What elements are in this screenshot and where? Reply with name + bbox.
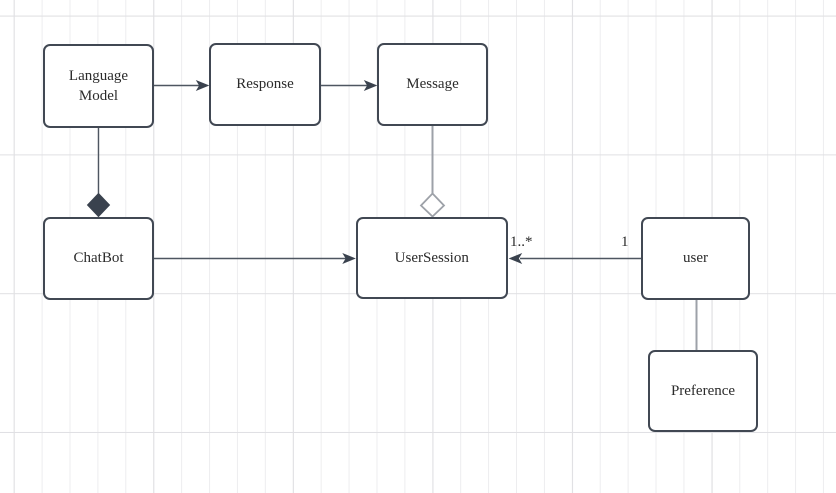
edge-message-usersession-aggregation[interactable] [419,126,446,218]
node-label: Response [236,76,294,93]
edge-languagemodel-response[interactable] [154,79,210,92]
edge-target-multiplicity-label: 1..* [510,234,533,250]
edge-chatbot-usersession[interactable] [154,252,356,265]
node-user[interactable]: user [641,217,750,300]
node-language-model[interactable]: Language Model [43,44,154,128]
node-label: user [683,250,708,267]
edge-response-message[interactable] [321,79,378,92]
node-label: ChatBot [73,250,124,267]
node-usersession[interactable]: UserSession [355,217,508,299]
node-label: UserSession [394,249,469,266]
edge-source-multiplicity-label: 1 [621,234,629,250]
arrowhead-icon [508,252,523,265]
node-chatbot[interactable]: ChatBot [43,217,154,300]
node-response[interactable]: Response [209,43,321,126]
edge-user-usersession[interactable] [508,252,641,265]
node-label: Message [406,76,459,93]
node-label: Language Model [68,67,129,104]
arrowhead-icon [363,79,378,92]
arrowhead-icon [342,252,356,265]
arrowhead-icon [195,79,210,92]
aggregation-diamond-icon [419,192,446,218]
node-message[interactable]: Message [377,43,488,126]
node-preference[interactable]: Preference [648,350,758,432]
node-label: Preference [670,382,736,399]
edge-languagemodel-chatbot-composition[interactable] [86,128,111,218]
composition-diamond-icon [86,192,111,218]
